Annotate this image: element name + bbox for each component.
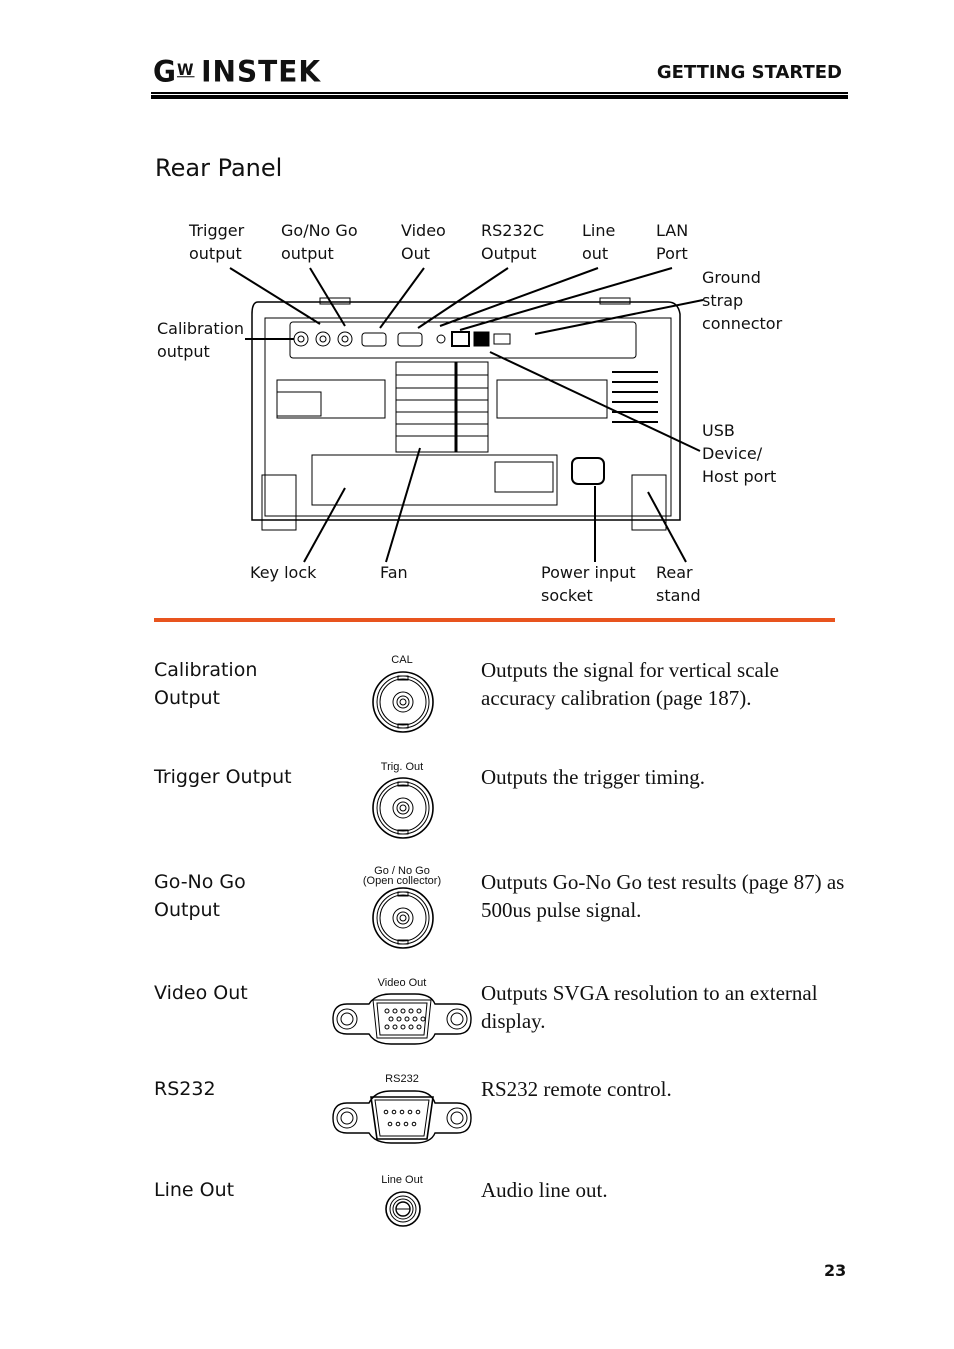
connector-description: Outputs the trigger timing. xyxy=(481,765,705,789)
connector-caption: CAL xyxy=(391,654,413,666)
brand-logo: GW INSTEK xyxy=(153,54,322,89)
page-title: Rear Panel xyxy=(155,154,283,182)
db9-icon xyxy=(332,1090,472,1144)
callout-key-lock: Key lock xyxy=(250,563,317,582)
page-number: 23 xyxy=(824,1261,847,1280)
connector-name: Video Out xyxy=(154,982,248,1004)
connector-name: RS232 xyxy=(154,1078,216,1100)
vga-icon xyxy=(332,993,472,1045)
bnc-icon xyxy=(372,887,434,949)
header-rule-thick xyxy=(151,95,848,99)
connector-caption: Trig. Out xyxy=(380,761,424,773)
connector-caption: Line Out xyxy=(381,1174,423,1186)
rear-panel-diagram xyxy=(229,267,704,563)
section-divider xyxy=(154,618,835,622)
connector-name: Trigger Output xyxy=(154,766,292,788)
connector-caption: Go / No Go(Open collector) xyxy=(362,865,442,887)
connector-description: Outputs Go-No Go test results (page 87) … xyxy=(481,870,845,922)
callout-fan: Fan xyxy=(380,563,408,582)
bnc-icon xyxy=(372,777,434,839)
connector-description: Outputs the signal for vertical scale ac… xyxy=(481,658,779,710)
connector-caption: Video Out xyxy=(377,977,427,989)
connector-description: Audio line out. xyxy=(481,1178,608,1202)
connector-caption: RS232 xyxy=(385,1073,419,1085)
connector-name: Line Out xyxy=(154,1179,235,1201)
section-title: GETTING STARTED xyxy=(656,62,842,83)
connector-description: Outputs SVGA resolution to an external d… xyxy=(481,981,818,1033)
header-rule-thin xyxy=(151,92,848,94)
bnc-icon xyxy=(372,671,434,733)
connector-description: RS232 remote control. xyxy=(481,1077,672,1101)
audio-jack-icon xyxy=(385,1191,421,1227)
